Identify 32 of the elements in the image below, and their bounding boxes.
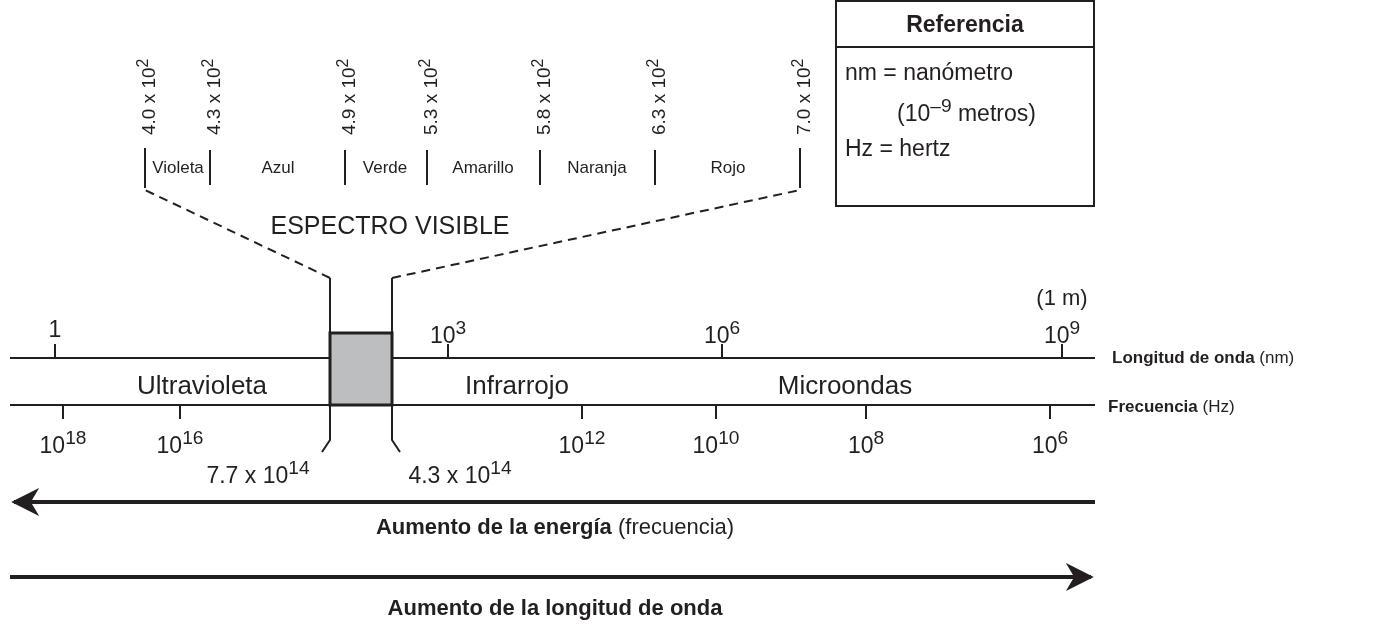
tick-label: 10$^{6}$ xyxy=(703,318,741,347)
definition-text: Hz = hertz xyxy=(845,133,952,163)
tick-label: 10$^{8}$ xyxy=(847,428,885,457)
frequency-value: 4.3 x 10$^{14}$ xyxy=(408,458,512,487)
tick-label: 10$^{9}$ xyxy=(1043,318,1081,347)
visible-band xyxy=(328,331,394,407)
color-band-label: Verde xyxy=(362,159,408,176)
tick-label: 10$^{6}$ xyxy=(1031,428,1069,457)
arrow-caption: Aumento de la longitud de onda xyxy=(387,597,723,619)
arrow-caption: Aumento de la energía (frecuencia) xyxy=(375,516,735,538)
tick-label: 10$^{16}$ xyxy=(156,428,204,457)
reference-box xyxy=(835,0,1095,207)
color-band-label: Violeta xyxy=(152,159,204,176)
axis-title: Frecuencia (Hz) xyxy=(1108,398,1235,415)
tick-label: 10$^{10}$ xyxy=(692,428,740,457)
unit-note: (1 m) xyxy=(1036,287,1088,309)
region-label: Ultravioleta xyxy=(136,372,268,398)
color-band-label: Rojo xyxy=(710,159,746,176)
color-band-label: Amarillo xyxy=(452,159,514,176)
tick-label: 10$^{12}$ xyxy=(558,428,606,457)
spectrum-title: ESPECTRO VISIBLE xyxy=(270,213,510,238)
tick-label: 10$^{3}$ xyxy=(429,318,467,347)
region-label: Microondas xyxy=(777,372,913,398)
axis-title: Longitud de onda (nm) xyxy=(1112,349,1295,366)
reference-heading: Referencia xyxy=(837,2,1093,48)
tick-label: 1 xyxy=(48,318,62,341)
definition-text: nm = nanómetro (10$^{–9}$ metros) xyxy=(845,58,1037,128)
region-label: Infrarrojo xyxy=(465,372,569,398)
color-band-label: Azul xyxy=(261,159,295,176)
color-band-label: Naranja xyxy=(567,159,627,176)
tick-label: 10$^{18}$ xyxy=(39,428,87,457)
frequency-value: 7.7 x 10$^{14}$ xyxy=(206,458,310,487)
